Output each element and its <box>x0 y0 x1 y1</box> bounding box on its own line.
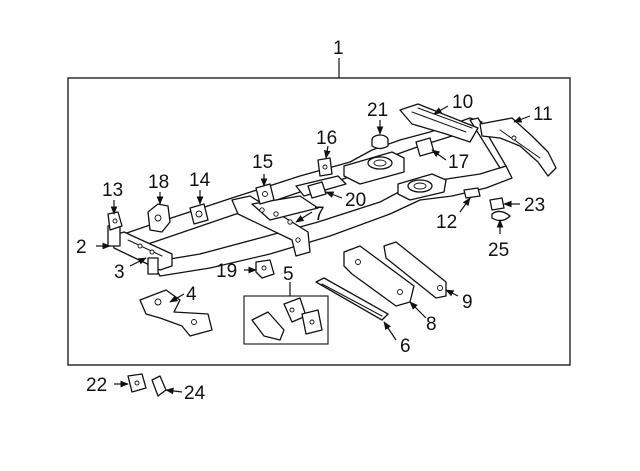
callout-8: 8 <box>426 314 437 335</box>
callout-25: 25 <box>488 240 509 261</box>
callout-12: 12 <box>436 212 457 233</box>
part-10-crossmember <box>399 103 479 143</box>
part-21-cap <box>371 134 389 150</box>
callout-4: 4 <box>186 284 197 305</box>
frame-assembly <box>107 117 513 277</box>
callout-20: 20 <box>345 190 366 211</box>
callout-15: 15 <box>252 152 273 173</box>
part-17-bracket <box>415 137 435 157</box>
part-12-bracket <box>463 187 481 199</box>
part-8-crossmember <box>343 245 415 307</box>
callout-11: 11 <box>533 104 553 125</box>
callout-22: 22 <box>86 375 107 396</box>
callout-23: 23 <box>524 195 545 216</box>
part-14-mount <box>189 203 209 225</box>
callout-19: 19 <box>216 261 237 282</box>
callout-1: 1 <box>333 38 344 59</box>
callout-9: 9 <box>462 292 473 313</box>
part-23-clip <box>489 197 505 211</box>
part-5-parts <box>251 297 323 341</box>
callout-13: 13 <box>102 180 123 201</box>
callout-leaders <box>96 105 531 395</box>
callout-6: 6 <box>400 336 411 357</box>
callout-2: 2 <box>76 237 87 258</box>
part-6-rail <box>315 277 389 321</box>
part-15-bracket <box>255 183 275 205</box>
part-11-rail-end <box>479 117 557 177</box>
part-4-bracket <box>139 289 213 337</box>
part-19-bracket <box>255 259 275 279</box>
part-24-clip <box>151 375 167 397</box>
callout-7: 7 <box>314 204 325 225</box>
callout-18: 18 <box>148 172 169 193</box>
callout-21: 21 <box>367 100 388 121</box>
part-25-clip <box>491 210 511 222</box>
part-13-bracket <box>107 211 123 231</box>
part-16-bracket <box>317 157 333 177</box>
callout-16: 16 <box>316 128 337 149</box>
callout-5: 5 <box>283 264 294 285</box>
callout-10: 10 <box>452 92 473 113</box>
callout-17: 17 <box>448 152 469 173</box>
callout-24: 24 <box>184 383 206 404</box>
callout-14: 14 <box>189 170 211 191</box>
callout-3: 3 <box>114 262 125 283</box>
part-5-group-box <box>243 295 329 345</box>
part-22-clip <box>127 373 147 393</box>
frame-assembly-box <box>67 77 571 366</box>
